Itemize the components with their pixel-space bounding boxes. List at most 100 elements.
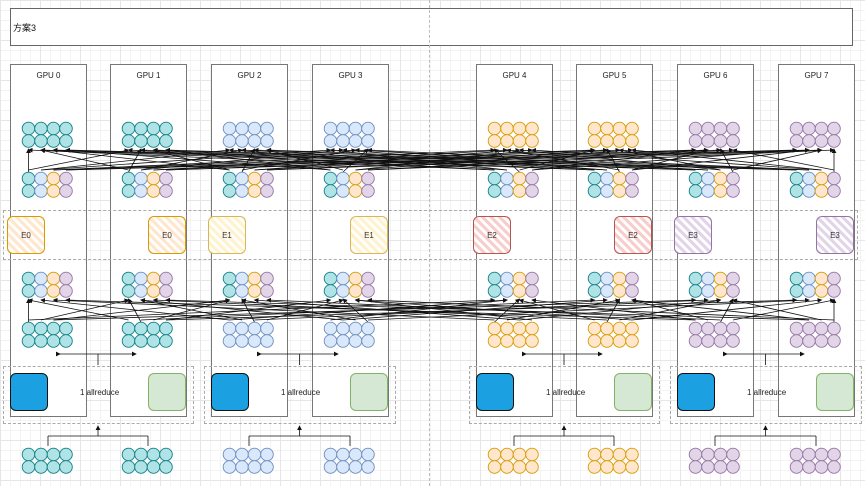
token-circle <box>361 171 375 186</box>
token-circle <box>789 184 804 198</box>
token-circle <box>21 184 36 198</box>
token-circle <box>146 460 161 474</box>
token-circle <box>487 121 502 136</box>
mixed-tokens-lower <box>487 271 539 298</box>
expert-label: E1 <box>222 230 232 240</box>
center-divider <box>429 0 430 486</box>
token-circle <box>625 460 639 474</box>
token-circle <box>827 447 841 462</box>
combine-arrow <box>367 297 810 321</box>
token-circle <box>146 171 161 186</box>
token-circle <box>827 334 841 348</box>
dispatch-arrow <box>65 147 797 171</box>
token-circle <box>802 334 816 348</box>
token-circle <box>487 171 502 186</box>
token-circle <box>46 171 61 186</box>
token-circle <box>827 121 841 136</box>
token-circle <box>361 121 375 136</box>
token-circle <box>512 134 527 148</box>
allreduce-label: 1 allreduce <box>80 388 120 397</box>
local-tokens <box>21 321 73 348</box>
token-circle <box>146 334 161 348</box>
token-circle <box>222 184 237 198</box>
token-circle <box>625 171 639 186</box>
mixed-tokens-upper <box>21 171 73 198</box>
token-circle <box>612 121 627 136</box>
token-circle <box>789 321 804 336</box>
expert-box-e2: E2 <box>473 216 511 254</box>
token-circle <box>688 184 703 198</box>
token-circle <box>235 460 249 474</box>
token-circle <box>612 321 627 336</box>
token-circle <box>361 334 375 348</box>
token-circle <box>525 321 539 336</box>
token-circle <box>713 134 728 148</box>
token-circle <box>525 134 539 148</box>
token-circle <box>814 184 829 198</box>
token-circle <box>587 134 602 148</box>
token-circle <box>814 134 829 148</box>
expert-label: E3 <box>830 230 840 240</box>
token-circle <box>487 271 502 286</box>
token-circle <box>701 284 715 298</box>
token-circle <box>222 284 237 298</box>
token-circle <box>701 121 715 136</box>
gradient-block-blue <box>677 373 715 411</box>
expert-band <box>3 210 858 260</box>
token-circle <box>726 121 740 136</box>
token-circle <box>612 447 627 462</box>
gradient-block-green <box>148 373 186 411</box>
mixed-tokens-upper <box>121 171 173 198</box>
token-circle <box>525 121 539 136</box>
token-circle <box>134 284 148 298</box>
token-circle <box>46 460 61 474</box>
token-circle <box>625 321 639 336</box>
token-circle <box>814 334 829 348</box>
token-circle <box>361 284 375 298</box>
dispatch-arrow <box>367 147 810 171</box>
token-circle <box>361 184 375 198</box>
token-circle <box>260 334 274 348</box>
token-circle <box>726 334 740 348</box>
token-circle <box>260 134 274 148</box>
token-circle <box>247 460 262 474</box>
token-circle <box>587 171 602 186</box>
token-circle <box>46 334 61 348</box>
combine-arrow <box>128 298 142 323</box>
mixed-tokens-upper <box>587 171 639 198</box>
gpu-label: GPU 2 <box>237 71 262 80</box>
mixed-tokens-upper <box>487 171 539 198</box>
token-circle <box>361 447 375 462</box>
token-circle <box>512 171 527 186</box>
expert-output-tokens <box>121 121 173 148</box>
token-circle <box>827 271 841 286</box>
input-tokens <box>587 447 639 474</box>
gpu-label: GPU 6 <box>703 71 728 80</box>
token-circle <box>222 134 237 148</box>
token-circle <box>802 321 816 336</box>
token-circle <box>512 271 527 286</box>
token-circle <box>247 271 262 286</box>
token-circle <box>121 121 136 136</box>
token-circle <box>134 334 148 348</box>
token-circle <box>46 134 61 148</box>
token-circle <box>525 460 539 474</box>
token-circle <box>688 447 703 462</box>
token-circle <box>827 184 841 198</box>
token-circle <box>789 121 804 136</box>
token-circle <box>688 271 703 286</box>
token-circle <box>235 271 249 286</box>
token-circle <box>701 460 715 474</box>
token-circle <box>134 447 148 462</box>
token-circle <box>500 184 514 198</box>
token-circle <box>235 134 249 148</box>
dispatch-arrow <box>52 147 696 171</box>
dispatch-arrow <box>631 148 822 171</box>
input-tokens <box>789 447 841 474</box>
token-circle <box>121 334 136 348</box>
expert-label: E3 <box>688 230 698 240</box>
token-circle <box>827 284 841 298</box>
token-circle <box>260 460 274 474</box>
token-circle <box>46 321 61 336</box>
token-circle <box>587 321 602 336</box>
